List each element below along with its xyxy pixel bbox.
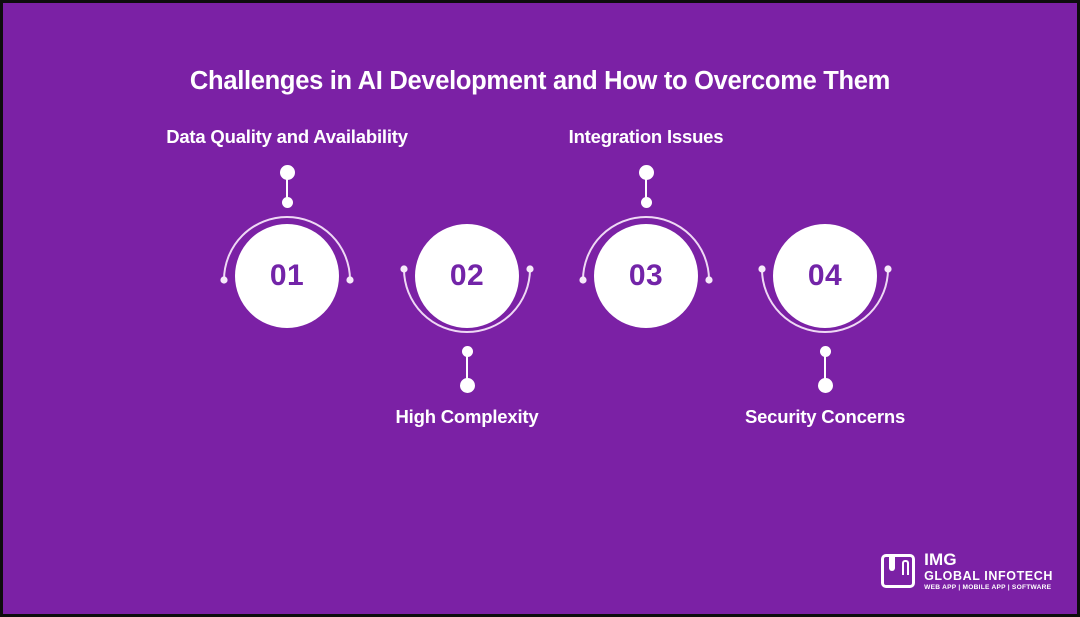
connector-end-dot-02: [459, 378, 475, 393]
connector-stem-01: [286, 172, 288, 200]
brand-logo: IMG GLOBAL INFOTECH WEB APP | MOBILE APP…: [881, 551, 1053, 592]
logo-mark-icon: [881, 554, 916, 589]
connector-stem-02: [466, 354, 468, 382]
connector-arc-dot-03: [640, 197, 652, 208]
step-disc-02: 02: [415, 224, 519, 328]
step-label-02: High Complexity: [395, 406, 539, 427]
logo-subtitle: GLOBAL INFOTECH: [924, 568, 1053, 583]
step-item-01[interactable]: Data Quality and Availability 01: [166, 126, 408, 458]
logo-tagline: WEB APP | MOBILE APP | SOFTWARE: [924, 584, 1052, 592]
connector-stem-04: [824, 354, 826, 382]
connector-arc-dot-01: [281, 197, 293, 208]
step-disc-03: 03: [594, 224, 698, 328]
connector-end-dot-04: [817, 378, 833, 393]
page-title: Challenges in AI Development and How to …: [189, 67, 891, 95]
step-item-04[interactable]: 04 Security Concerns: [725, 188, 925, 488]
step-label-01: Data Quality and Availability: [166, 126, 408, 147]
step-label-04: Security Concerns: [744, 406, 906, 427]
steps-container: Data Quality and Availability 01 02: [3, 3, 1077, 614]
step-number-02: 02: [449, 259, 485, 292]
step-item-02[interactable]: 02 High Complexity: [367, 188, 567, 488]
step-label-03: Integration Issues: [568, 126, 724, 147]
step-number-04: 04: [807, 259, 843, 292]
connector-arc-dot-02: [461, 346, 473, 357]
step-number-01: 01: [269, 259, 305, 292]
step-disc-01: 01: [235, 224, 339, 328]
step-disc-04: 04: [773, 224, 877, 328]
logo-text-block: IMG GLOBAL INFOTECH WEB APP | MOBILE APP…: [924, 551, 1053, 592]
logo-name: IMG: [924, 549, 957, 569]
connector-arc-dot-04: [819, 346, 831, 357]
connector-stem-03: [645, 172, 647, 200]
step-number-03: 03: [628, 259, 664, 292]
